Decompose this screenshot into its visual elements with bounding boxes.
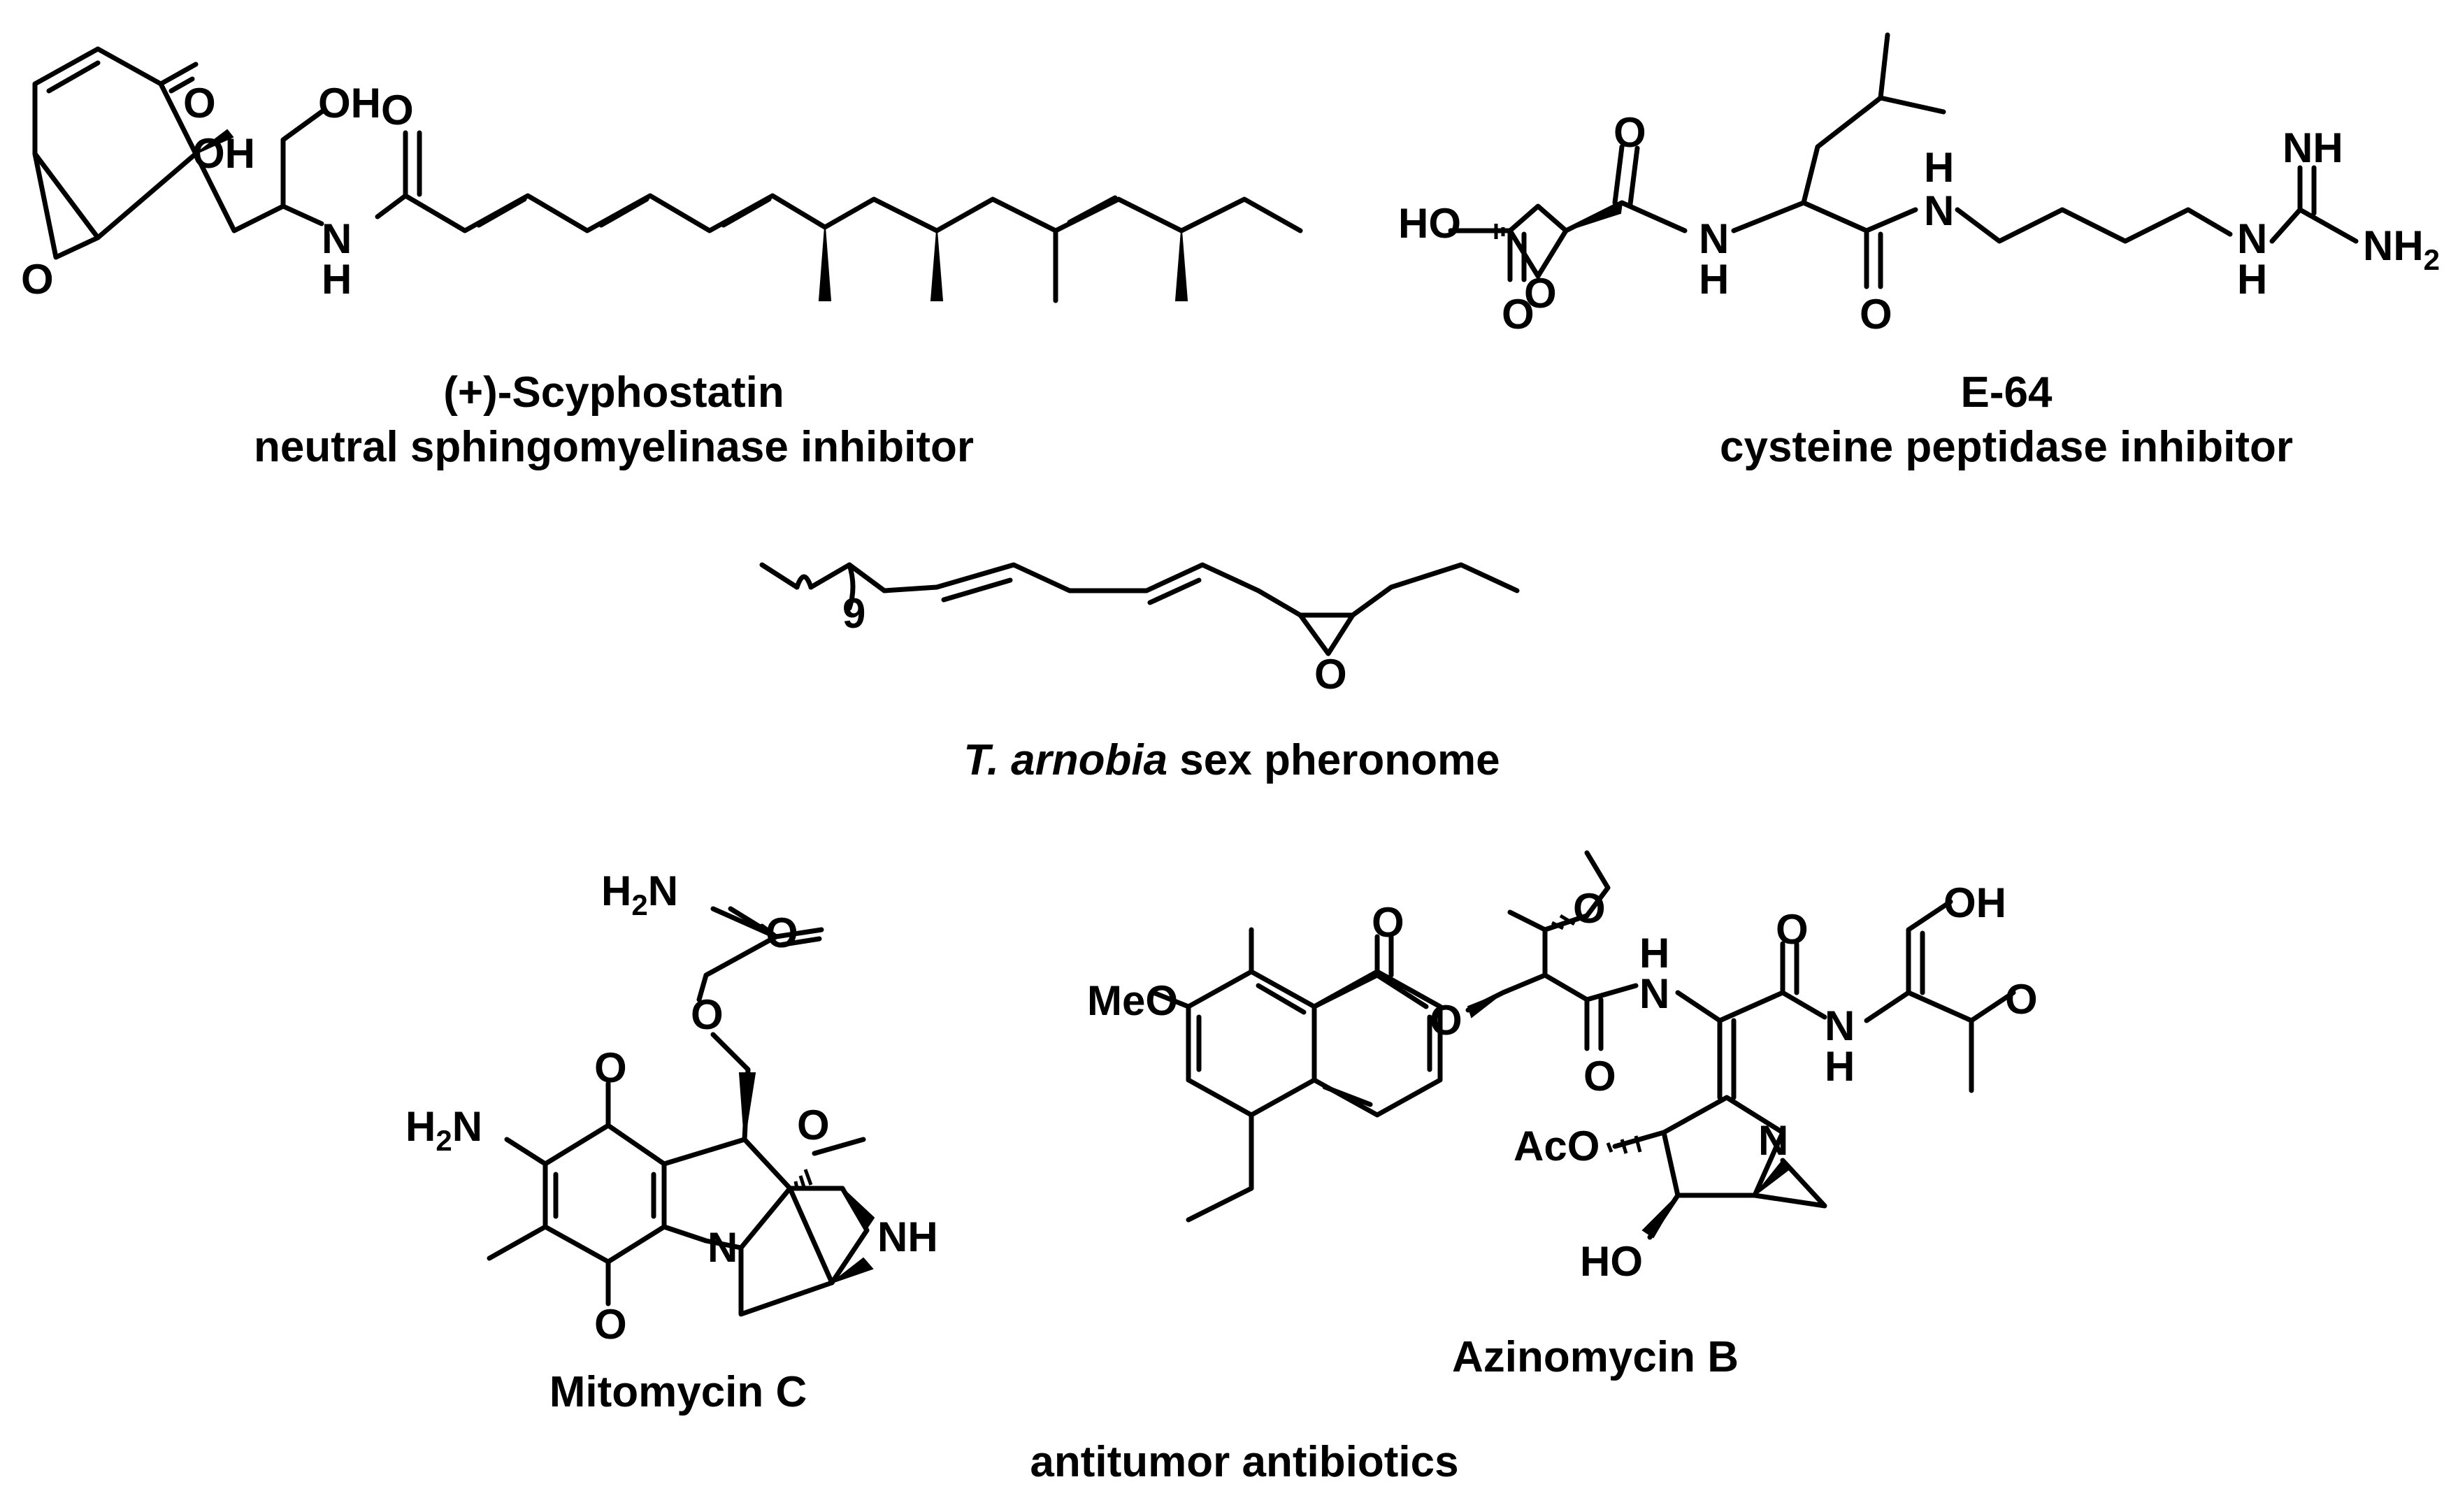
- e64-structure: HO O O O N H O N H N H NH NH2 E-64 cyste…: [1398, 32, 2440, 471]
- primary-hydroxyl-label: OH: [318, 80, 381, 127]
- azinomycin-atoms: MeO O O O O N H O N H OH O AcO N HO: [1087, 879, 2038, 1285]
- pheromone-atoms: 9 O: [842, 590, 1347, 698]
- amide1-nitrogen-label: N: [1639, 970, 1669, 1017]
- amide1-hydrogen-label: H: [1699, 256, 1729, 303]
- amide2-hydrogen-label: H: [1924, 144, 1954, 191]
- pheromone-name: T. arnobia sex pheronome: [963, 736, 1500, 784]
- e64-name: E-64: [1961, 368, 2053, 417]
- acid-carbonyl-oxygen-label: O: [1502, 291, 1534, 338]
- acid-hydroxyl-label: HO: [1398, 200, 1461, 247]
- ring-nitrogen-label: N: [707, 1224, 738, 1271]
- mitomycin-structure: H2N O O H2N O O O N NH Mitomycin C: [405, 867, 938, 1416]
- quinone-oxygen-top-label: O: [594, 1044, 627, 1091]
- scyphostatin-atoms: O OH OH O N H O: [21, 80, 414, 303]
- azinomycin-bonds: [1151, 850, 2016, 1240]
- hydroxyl-label: OH: [192, 130, 255, 177]
- quinone-oxygen-bottom-label: O: [594, 1301, 627, 1348]
- epoxide-oxygen-label: O: [21, 256, 54, 303]
- amide-nitrogen-label: N: [322, 215, 352, 262]
- repeat-subscript: 9: [842, 590, 865, 637]
- guanidine-nitrogen-label: N: [2237, 215, 2267, 262]
- amide2-oxygen-label: O: [1860, 291, 1892, 338]
- pheromone-structure: 9 O T. arnobia sex pheronome: [759, 562, 1520, 784]
- scyphostatin-activity: neutral sphingomyelinase inhibitor: [254, 423, 974, 471]
- epoxide-oxygen-label: O: [1314, 651, 1347, 698]
- amino-label: NH2: [2363, 222, 2440, 276]
- amide1-oxygen-label: O: [1583, 1053, 1616, 1100]
- amide1-hydrogen-label: H: [1639, 930, 1669, 977]
- ketone-oxygen-label: O: [2005, 976, 2038, 1023]
- hydroxyl-label: HO: [1580, 1238, 1643, 1285]
- ester-carbonyl-oxygen-label: O: [1372, 899, 1404, 946]
- amide1-oxygen-label: O: [1613, 109, 1646, 156]
- aziridine-nh-label: NH: [877, 1214, 938, 1260]
- scyphostatin-bonds: [32, 46, 1303, 303]
- pheromone-bonds: [759, 562, 1520, 656]
- methoxy-oxygen-label: O: [797, 1102, 830, 1149]
- amide2-nitrogen-label: N: [1825, 1002, 1855, 1049]
- carbamate-amine-label: H2N: [601, 867, 678, 921]
- azinomycin-name: Azinomycin B: [1452, 1333, 1739, 1381]
- carbamate-ester-oxygen-label: O: [691, 991, 724, 1038]
- group-caption: antitumor antibiotics: [1030, 1438, 1458, 1486]
- mitomycin-bonds: [487, 906, 870, 1317]
- azinomycin-structure: MeO O O O O N H O N H OH O AcO N HO Azin…: [1087, 850, 2038, 1381]
- mitomycin-name: Mitomycin C: [549, 1368, 807, 1416]
- e64-bonds: [1448, 32, 2359, 289]
- azinomycin-stereo: [1467, 914, 1791, 1239]
- methoxy-label: MeO: [1087, 977, 1178, 1024]
- epoxide-oxygen-label: O: [1524, 270, 1557, 317]
- mitomycin-stereo: [738, 1072, 875, 1283]
- scyphostatin-structure: O OH OH O N H O (+)-Scyphostatin neutral…: [21, 46, 1303, 471]
- enol-hydroxyl-label: OH: [1943, 879, 2006, 926]
- e64-activity: cysteine peptidase inhibitor: [1720, 423, 2293, 471]
- imine-label: NH: [2283, 124, 2343, 171]
- carbamate-carbonyl-oxygen-label: O: [766, 909, 798, 956]
- amide1-nitrogen-label: N: [1699, 215, 1729, 262]
- ester-oxygen-label: O: [1430, 997, 1462, 1044]
- epoxide-oxygen-label: O: [1573, 885, 1606, 932]
- amide-hydrogen-label: H: [322, 256, 352, 303]
- amide-oxygen-label: O: [381, 87, 414, 134]
- scyphostatin-name: (+)-Scyphostatin: [443, 368, 784, 417]
- quinone-amine-label: H2N: [405, 1103, 482, 1157]
- amide2-nitrogen-label: N: [1924, 187, 1954, 234]
- e64-atoms: HO O O O N H O N H N H NH NH2: [1398, 109, 2440, 338]
- amide2-oxygen-label: O: [1776, 906, 1809, 953]
- amide2-hydrogen-label: H: [1825, 1043, 1855, 1090]
- acetoxy-label: AcO: [1514, 1123, 1600, 1169]
- guanidine-hydrogen-label: H: [2237, 256, 2267, 303]
- e64-stereo: [1494, 201, 1623, 239]
- ketone-oxygen-label: O: [183, 80, 216, 127]
- scyphostatin-stereo: [195, 129, 1188, 301]
- mitomycin-atoms: H2N O O H2N O O O N NH: [405, 867, 938, 1348]
- aziridine-nitrogen-label: N: [1758, 1117, 1788, 1164]
